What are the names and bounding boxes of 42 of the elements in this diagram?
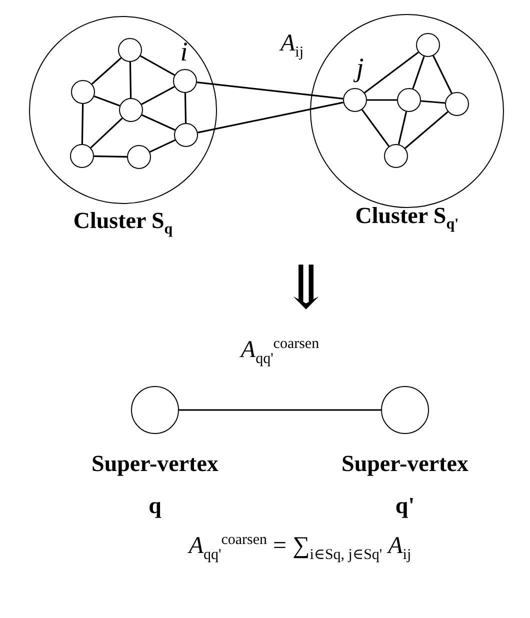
edge-line — [94, 155, 128, 158]
edge-line — [179, 409, 381, 411]
vertex-circle — [174, 122, 198, 146]
vertex-circle — [444, 92, 468, 116]
edge-line — [150, 139, 176, 153]
edge-line — [90, 118, 123, 148]
edge-line — [91, 57, 122, 85]
vertex-circle — [118, 98, 142, 122]
vertex-circle — [342, 88, 366, 112]
edge-line — [361, 109, 390, 147]
vertex-circle — [70, 144, 94, 168]
edge-line — [142, 114, 176, 131]
edge-line — [198, 102, 344, 134]
edge-line — [141, 86, 175, 106]
edge-line — [398, 112, 408, 144]
edge-line — [367, 99, 397, 101]
edge-line — [129, 62, 132, 98]
edge-line — [140, 55, 175, 76]
node-label: Super-vertex q' — [340, 450, 470, 520]
edge-line — [81, 104, 84, 144]
edge-line — [196, 82, 344, 100]
math-label: A$_{qq'}$$^{coarsen}$ = ∑$_{i∈Sq, j∈Sq'}$ A$_{ij}$ — [188, 532, 412, 564]
vertex-circle — [384, 144, 408, 168]
edge-line — [412, 56, 425, 89]
vertex-circle — [118, 38, 142, 62]
node-label: Super-vertex q — [90, 450, 220, 520]
edge-line — [184, 92, 187, 124]
math-label: A$_{ij}$ — [280, 30, 304, 62]
double-arrow-symbol: ⇓ — [280, 254, 332, 323]
edge-line — [404, 111, 448, 149]
vertex-circle — [416, 32, 440, 56]
node-label: Cluster S$_{q}$ — [72, 207, 174, 240]
vertex-circle — [70, 80, 94, 104]
vertex-label: i — [180, 36, 188, 68]
node-label: Cluster S$_{q'}$ — [354, 202, 460, 235]
vertex-circle — [396, 88, 420, 112]
vertex-circle — [172, 68, 196, 92]
edge-line — [432, 55, 452, 94]
edge-line — [420, 100, 446, 104]
edge-line — [364, 52, 419, 94]
vertex-circle — [126, 144, 150, 168]
edge-line — [94, 95, 120, 107]
